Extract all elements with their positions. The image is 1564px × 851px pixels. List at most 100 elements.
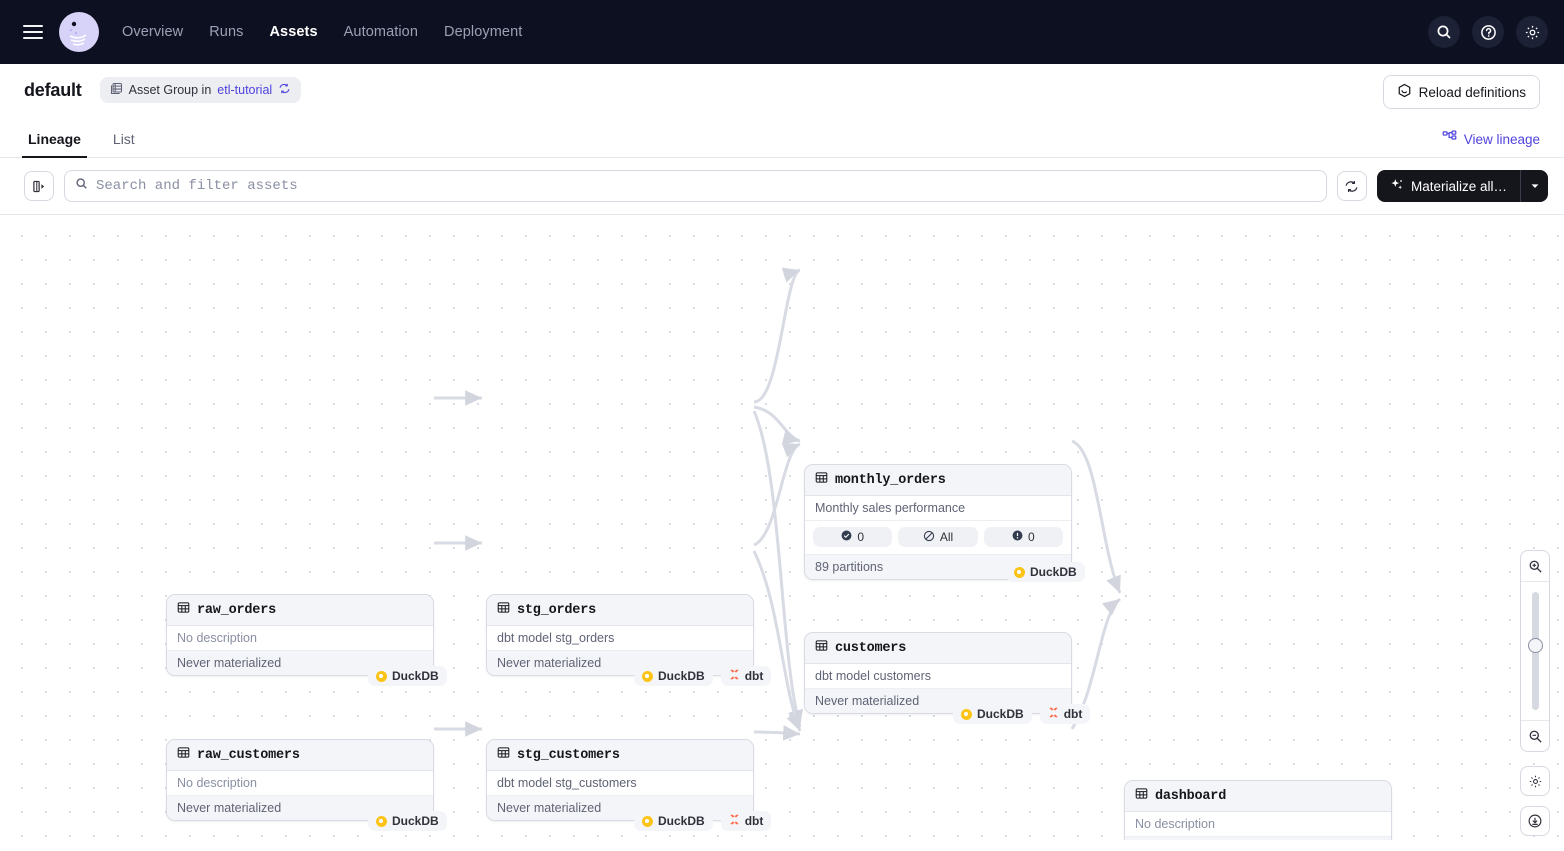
asset-node-stg-customers[interactable]: stg_customers dbt model stg_customers Ne… (486, 739, 754, 821)
dbt-icon (729, 669, 740, 683)
materialize-all-button[interactable]: Materialize all… (1376, 170, 1520, 202)
status-badge-count: All (939, 530, 954, 544)
asset-node-description: No description (167, 771, 433, 796)
materialize-button-group: Materialize all… (1376, 170, 1548, 202)
asset-group-icon (110, 82, 123, 98)
tag-label: DuckDB (658, 669, 705, 683)
asset-node-description: Monthly sales performance (805, 496, 1071, 521)
asset-node-raw-customers[interactable]: raw_customers No description Never mater… (166, 739, 434, 821)
search-input[interactable] (96, 178, 1316, 194)
duckdb-icon (1014, 566, 1025, 578)
nav-link-deployment[interactable]: Deployment (444, 24, 523, 40)
tag-label: dbt (744, 814, 764, 828)
nav-link-overview[interactable]: Overview (122, 24, 184, 40)
asset-node-header: raw_orders (167, 595, 433, 626)
zoom-controls[interactable] (1520, 550, 1550, 752)
asset-node-header: raw_customers (167, 740, 433, 771)
asset-node-tags: DuckDB dbt (634, 666, 772, 686)
tag-duckdb[interactable]: DuckDB (368, 811, 447, 831)
asset-node-description: dbt model customers (805, 664, 1071, 689)
view-lineage-label: View lineage (1463, 131, 1540, 147)
refresh-graph-button[interactable] (1336, 171, 1367, 201)
asset-node-description: dbt model stg_customers (487, 771, 753, 796)
tag-label: dbt (744, 669, 764, 683)
zoom-slider[interactable] (1521, 581, 1549, 721)
asset-node-customers[interactable]: customers dbt model customers Never mate… (804, 632, 1072, 714)
asset-node-title: dashboard (1155, 788, 1227, 804)
tag-duckdb[interactable]: DuckDB (368, 666, 447, 686)
asset-group-link[interactable]: etl-tutorial (217, 83, 273, 97)
tag-dbt[interactable]: dbt (1039, 704, 1091, 724)
nav-link-automation[interactable]: Automation (343, 24, 419, 40)
reload-icon (1397, 83, 1412, 101)
table-icon (497, 746, 510, 764)
page-header: default Asset Group in etl-tutorial Relo… (0, 64, 1564, 116)
dbt-icon (1048, 707, 1059, 721)
panel-toggle-icon[interactable] (24, 171, 54, 201)
asset-node-header: customers (805, 633, 1071, 664)
fit-to-screen-button[interactable] (1520, 806, 1550, 836)
tag-duckdb[interactable]: DuckDB (1006, 562, 1085, 582)
table-icon (815, 639, 828, 657)
tab-list[interactable]: List (112, 131, 135, 147)
tag-dbt[interactable]: dbt (720, 811, 772, 831)
tag-label: DuckDB (392, 814, 439, 828)
tab-lineage[interactable]: Lineage (22, 131, 87, 158)
duckdb-icon (642, 815, 653, 827)
asset-node-header: stg_customers (487, 740, 753, 771)
duckdb-icon (376, 815, 387, 827)
search-icon (75, 177, 88, 195)
reload-definitions-button[interactable]: Reload definitions (1382, 75, 1540, 109)
missing-slash-icon (923, 530, 935, 545)
warning-circle-icon (1012, 530, 1023, 544)
asset-lineage-graph[interactable]: monthly_orders Monthly sales performance… (0, 215, 1564, 840)
help-icon[interactable] (1472, 16, 1504, 48)
materialize-dropdown-caret[interactable] (1520, 170, 1548, 202)
asset-node-raw-orders[interactable]: raw_orders No description Never material… (166, 594, 434, 676)
status-badge-failed[interactable]: 0 (983, 527, 1063, 547)
tag-duckdb[interactable]: DuckDB (634, 666, 713, 686)
tag-duckdb[interactable]: DuckDB (634, 811, 713, 831)
zoom-slider-thumb[interactable] (1527, 638, 1543, 653)
top-navigation-bar: Overview Runs Assets Automation Deployme… (0, 0, 1564, 64)
table-icon (177, 746, 190, 764)
status-badge-materialized[interactable]: 0 (813, 527, 893, 547)
asset-node-monthly-orders[interactable]: monthly_orders Monthly sales performance… (804, 464, 1072, 580)
graph-toolbar: Materialize all… (0, 158, 1564, 215)
zoom-out-icon[interactable] (1521, 721, 1549, 751)
gear-icon[interactable] (1516, 16, 1548, 48)
asset-node-tags: DuckDB dbt (634, 811, 772, 831)
status-badge-missing[interactable]: All (898, 527, 978, 547)
asset-node-title: raw_customers (197, 747, 300, 763)
asset-node-dashboard[interactable]: dashboard No description Never materiali… (1124, 780, 1392, 840)
tag-label: DuckDB (977, 707, 1024, 721)
graph-settings-button[interactable] (1520, 766, 1550, 796)
search-filter-container[interactable] (64, 170, 1327, 202)
asset-node-status: Never materialized (1125, 837, 1391, 840)
nav-link-runs[interactable]: Runs (209, 24, 244, 40)
asset-node-tags: DuckDB dbt (953, 704, 1091, 724)
tag-label: DuckDB (392, 669, 439, 683)
asset-group-label: Asset Group in (128, 83, 212, 97)
refresh-icon[interactable] (278, 82, 291, 98)
tag-label: DuckDB (1030, 565, 1077, 579)
search-icon[interactable] (1428, 16, 1460, 48)
asset-node-title: raw_orders (197, 602, 277, 618)
zoom-in-icon[interactable] (1521, 551, 1549, 581)
asset-node-header: dashboard (1125, 781, 1391, 812)
reload-definitions-label: Reload definitions (1418, 84, 1526, 100)
asset-node-tags: DuckDB (1006, 562, 1085, 582)
asset-node-description: No description (167, 626, 433, 651)
dagster-logo-icon[interactable] (58, 11, 100, 53)
asset-group-breadcrumb[interactable]: Asset Group in etl-tutorial (99, 77, 302, 103)
hamburger-menu-icon[interactable] (16, 15, 50, 49)
table-icon (497, 601, 510, 619)
asset-node-stg-orders[interactable]: stg_orders dbt model stg_orders Never ma… (486, 594, 754, 676)
view-lineage-button[interactable]: View lineage (1442, 130, 1540, 148)
nav-link-assets[interactable]: Assets (269, 24, 318, 40)
check-circle-icon (841, 530, 852, 544)
tag-dbt[interactable]: dbt (720, 666, 772, 686)
asset-node-title: stg_customers (517, 747, 620, 763)
page-title: default (24, 79, 82, 100)
tag-duckdb[interactable]: DuckDB (953, 704, 1032, 724)
